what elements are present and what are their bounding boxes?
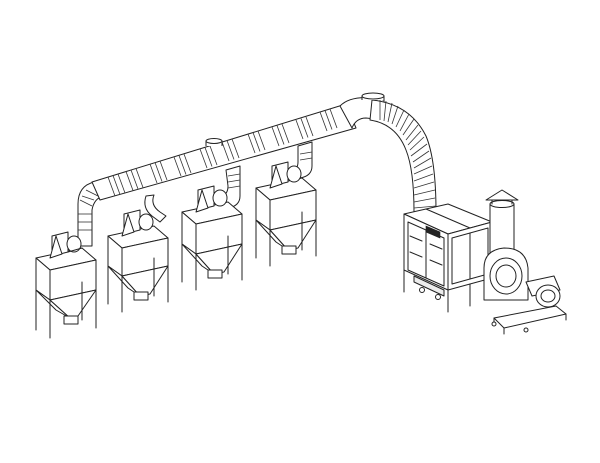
nameplate	[425, 225, 441, 239]
collector-1	[35, 231, 97, 339]
collector-3	[181, 185, 243, 291]
duct-ribs	[107, 108, 338, 197]
collector-4	[255, 161, 317, 267]
filter-cabinet	[403, 203, 493, 313]
flexible-duct	[77, 92, 437, 247]
centrifugal-fan	[483, 189, 567, 335]
collector-2	[107, 209, 169, 313]
